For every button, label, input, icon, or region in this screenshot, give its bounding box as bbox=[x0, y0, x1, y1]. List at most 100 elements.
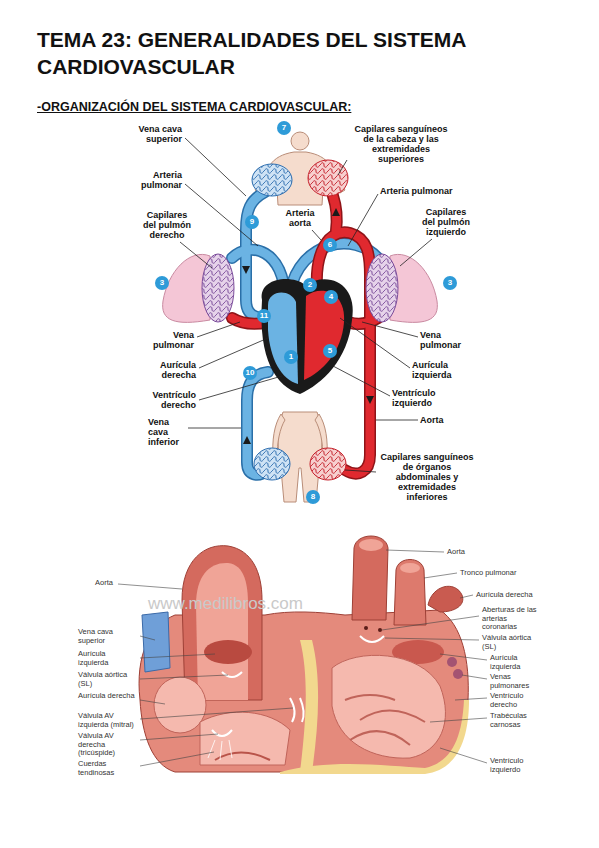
section-heading: -ORGANIZACIÓN DEL SISTEMA CARDIOVASCULAR… bbox=[37, 100, 557, 115]
leader-line bbox=[400, 239, 432, 266]
leader-line bbox=[140, 734, 218, 740]
aorta-lumen bbox=[196, 563, 248, 700]
leader-line bbox=[312, 230, 321, 240]
leader-line bbox=[460, 595, 473, 598]
part-label: Aorta bbox=[447, 548, 477, 557]
part-label: Aurícula izquierda bbox=[78, 650, 136, 667]
pulmonary-vein bbox=[447, 657, 457, 667]
leader-line bbox=[333, 366, 390, 396]
valve bbox=[222, 672, 242, 677]
callout-number: 9 bbox=[245, 215, 259, 229]
leader-line bbox=[386, 550, 444, 552]
part-label: Vena pulmonar bbox=[148, 330, 194, 350]
part-label: Vena pulmonar bbox=[420, 330, 466, 350]
leader-line bbox=[199, 376, 282, 400]
oxygenated-vessels bbox=[232, 196, 378, 474]
leader-line bbox=[180, 242, 212, 268]
valve bbox=[212, 730, 232, 736]
part-label: Trabéculas carnosas bbox=[490, 712, 540, 729]
callout-number: 11 bbox=[257, 309, 271, 323]
flow-arrow bbox=[243, 436, 251, 444]
leader-line bbox=[430, 718, 487, 722]
part-label: Válvula aórtica (SL) bbox=[78, 671, 136, 688]
leader-line bbox=[345, 470, 376, 472]
part-label: Cuerdas tendinosas bbox=[78, 760, 136, 777]
part-label: Aberturas de las arterias coronarias bbox=[482, 606, 540, 632]
part-label: Vena cava superior bbox=[78, 628, 136, 645]
callout-number: 7 bbox=[277, 121, 291, 135]
vena-cava bbox=[142, 612, 170, 672]
capillary-bed bbox=[252, 164, 292, 196]
leader-line bbox=[140, 654, 215, 658]
callout-number: 6 bbox=[323, 238, 337, 252]
part-label: Arteria aorta bbox=[280, 208, 320, 228]
leader-line bbox=[440, 654, 487, 660]
heart bbox=[261, 279, 352, 394]
valve bbox=[290, 698, 304, 722]
trabeculae bbox=[345, 695, 425, 745]
capillary-bed bbox=[308, 160, 348, 196]
callout-number: 2 bbox=[303, 278, 317, 292]
pulmonary-trunk bbox=[394, 560, 426, 626]
trabeculae bbox=[215, 753, 270, 761]
deoxygenated-vessels bbox=[232, 192, 378, 475]
part-label: Arteria pulmonar bbox=[380, 186, 460, 196]
callout-number: 1 bbox=[284, 350, 298, 364]
part-label: Arteria pulmonar bbox=[134, 170, 182, 190]
heart-section bbox=[118, 536, 487, 774]
leader-line bbox=[185, 138, 246, 196]
part-label: Capilares del pulmón derecho bbox=[140, 210, 194, 240]
leader-line bbox=[455, 698, 487, 700]
part-label: Capilares sanguíneos de la cabeza y las … bbox=[350, 124, 452, 164]
vessel-outline bbox=[317, 232, 370, 473]
vessel bbox=[317, 232, 370, 473]
part-label: Tronco pulmonar bbox=[460, 569, 535, 578]
part-label: Ventrículo izquierdo bbox=[392, 388, 446, 408]
callout-number: 4 bbox=[324, 290, 338, 304]
leader-line bbox=[197, 322, 240, 337]
callout-number: 8 bbox=[306, 490, 320, 504]
flow-arrow bbox=[242, 266, 250, 274]
part-label: Aurícula derecha bbox=[148, 360, 196, 380]
part-label: Vena cava superior bbox=[124, 124, 182, 144]
leader-line bbox=[382, 616, 479, 630]
part-label: Aurícula derecha bbox=[78, 692, 136, 701]
leader-line bbox=[385, 638, 479, 640]
chordae bbox=[208, 740, 232, 760]
part-label: Ventrículo derecho bbox=[490, 692, 540, 709]
right-atrium bbox=[154, 677, 206, 733]
callout-number: 5 bbox=[323, 344, 337, 358]
part-label: Capilares del pulmón izquierdo bbox=[418, 207, 474, 237]
leader-line bbox=[118, 584, 182, 589]
leader-line bbox=[338, 160, 347, 175]
valve bbox=[360, 636, 384, 642]
leader-line bbox=[362, 322, 418, 337]
trunk-lumen bbox=[400, 563, 420, 573]
aorta bbox=[182, 546, 262, 700]
right-heart bbox=[268, 293, 298, 384]
capillary-bed bbox=[254, 448, 290, 480]
leader-line bbox=[440, 748, 487, 763]
leader-line bbox=[376, 420, 418, 421]
flow-arrow bbox=[366, 396, 374, 404]
auricle bbox=[428, 586, 463, 612]
part-label: Aorta bbox=[420, 415, 452, 425]
page-title: TEMA 23: GENERALIDADES DEL SISTEMA CARDI… bbox=[37, 26, 517, 80]
leader-line bbox=[199, 338, 268, 368]
part-label: Capilares sanguíneos de órganos abdomina… bbox=[378, 452, 476, 502]
part-label: Ventrículo derecho bbox=[142, 390, 196, 410]
leader-line bbox=[140, 752, 214, 766]
flow-arrow bbox=[332, 208, 340, 216]
callout-number: 3 bbox=[155, 276, 169, 290]
part-label: Aorta bbox=[95, 579, 125, 588]
leader-line bbox=[424, 573, 457, 578]
capillary-bed bbox=[310, 448, 346, 480]
leader-line bbox=[140, 708, 293, 719]
capillary-bed bbox=[366, 254, 398, 322]
left-heart bbox=[304, 291, 344, 380]
leader-line bbox=[140, 675, 228, 679]
left-ventricle bbox=[332, 655, 445, 758]
leader-line bbox=[188, 428, 241, 429]
part-label: Válvula AV izquierda (mitral) bbox=[78, 712, 136, 729]
